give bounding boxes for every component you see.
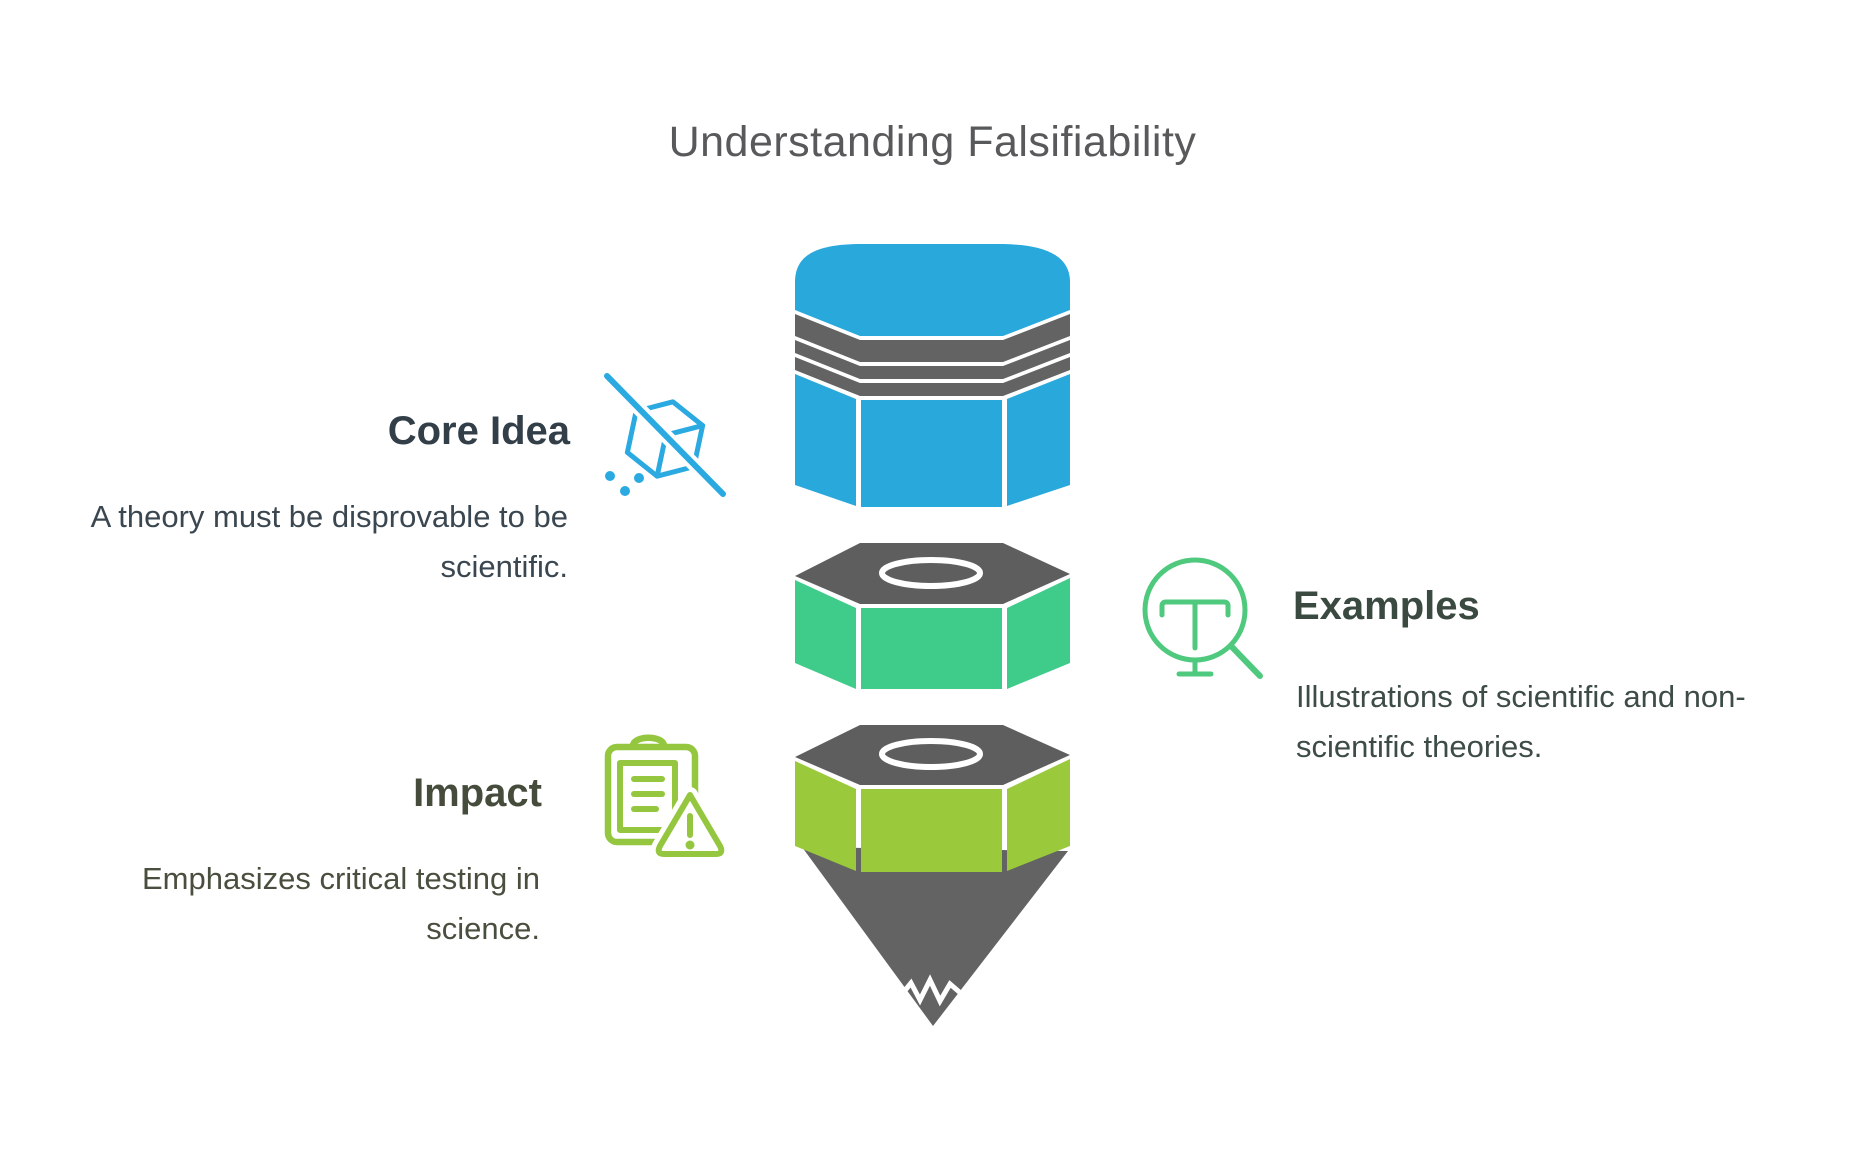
- funnel-tip-break-line: [896, 974, 966, 1007]
- funnel-mid-left-face: [795, 580, 856, 689]
- funnel-eraser-cap: [795, 244, 1070, 336]
- funnel-tip-cone: [802, 847, 1068, 1026]
- section-heading-core-idea: Core Idea: [387, 409, 570, 453]
- page-title: Understanding Falsifiability: [668, 118, 1197, 166]
- crumb-dots: [605, 471, 644, 496]
- funnel-barrel-left-face: [795, 374, 856, 506]
- funnel-bottom-front-face: [861, 789, 1002, 872]
- no-cube-icon: [602, 371, 728, 499]
- section-body-core-idea: A theory must be disprovable to be scien…: [90, 499, 568, 584]
- slash-line: [604, 373, 726, 497]
- section-heading-examples: Examples: [1293, 584, 1480, 628]
- section-body-examples: Illustrations of scientific and non-scie…: [1296, 679, 1746, 764]
- funnel-mid-right-face: [1007, 578, 1070, 689]
- funnel-ferrule-band-3: [795, 357, 1070, 396]
- funnel-mid-front-face: [861, 608, 1002, 689]
- text-search-icon: [1142, 557, 1263, 679]
- pencil-funnel-graphic: [795, 244, 1070, 1026]
- section-heading-impact: Impact: [413, 771, 542, 815]
- clipboard-warning-icon: [604, 734, 730, 862]
- funnel-bottom-left-face: [795, 761, 856, 871]
- funnel-bottom-ring: [879, 738, 983, 770]
- section-body-impact: Emphasizes critical testing in science.: [142, 861, 540, 946]
- funnel-mid-ring: [879, 557, 983, 589]
- funnel-barrel-front-face: [861, 400, 1002, 507]
- funnel-mid-top-face: [795, 543, 1070, 604]
- funnel-bottom-right-face: [1007, 759, 1070, 871]
- funnel-ferrule-band-1: [795, 314, 1070, 362]
- funnel-bottom-top-face: [795, 725, 1070, 785]
- funnel-barrel-right-face: [1007, 374, 1070, 506]
- funnel-ferrule-band-2: [795, 340, 1070, 379]
- warning-triangle: [655, 792, 725, 857]
